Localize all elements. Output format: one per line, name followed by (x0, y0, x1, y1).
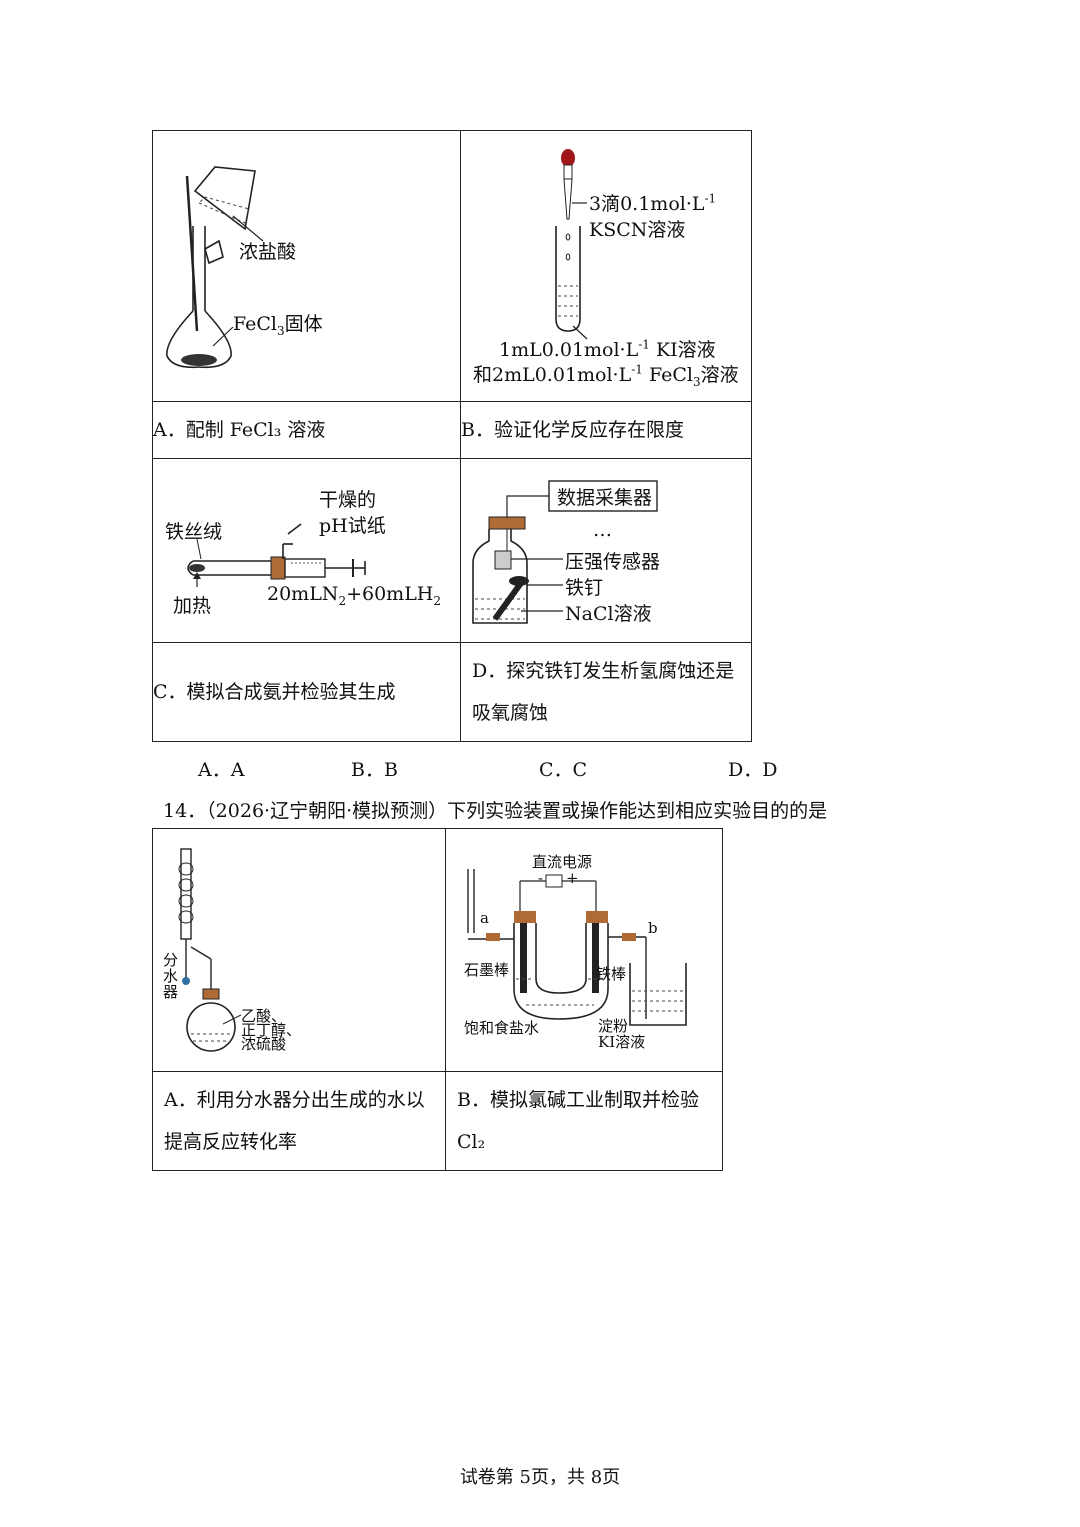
water-separator-diagram (178, 848, 242, 1052)
page-footer: 试卷第 5页，共 8页 (459, 1467, 621, 1488)
q13-d-figure: 数据采集器 … 压强传感器 铁钉 NaCl溶液 (460, 458, 752, 643)
corrosion-diagram (472, 480, 658, 624)
option-b[interactable]: B．B (351, 759, 398, 781)
q13-c-caption: C．模拟合成氨并检验其生成 (152, 642, 461, 742)
volumetric-flask-diagram (166, 166, 264, 369)
ammonia-synthesis-diagram (187, 523, 366, 587)
fecl3-solid-label: FeCl3固体 (233, 313, 323, 338)
q13-d-caption: D．探究铁钉发生析氢腐蚀还是 吸氧腐蚀 (460, 642, 752, 742)
reagent-label-1: 乙酸、 (241, 1007, 287, 1025)
power-label: 直流电源 (532, 853, 593, 871)
graphite-label: 石墨棒 (464, 961, 510, 979)
separator-label-2: 水 (163, 967, 179, 985)
ki-solution-label: 1mL0.01mol·L-1 KI溶液 (499, 337, 716, 361)
option-c[interactable]: C．C (539, 759, 588, 781)
q14-stem: 14．（2026·辽宁朝阳·模拟预测）下列实验装置或操作能达到相应实验目的的是 (163, 800, 828, 822)
iron-wool-label: 铁丝绒 (165, 521, 223, 543)
gas-label: 20mLN2+60mLH2 (267, 583, 442, 608)
reagent-label-3: 浓硫酸 (241, 1035, 287, 1053)
heat-label: 加热 (173, 595, 212, 617)
iron-nail-label: 铁钉 (565, 577, 604, 599)
q13-c-figure: 干燥的 pH试纸 铁丝绒 加热 20mLN2+60mLH2 (152, 458, 461, 643)
iron-rod-label: 铁棒 (596, 965, 627, 983)
q13-b-caption: B．验证化学反应存在限度 (460, 401, 752, 459)
q14-a-figure: 分 水 器 乙酸、 正丁醇、 浓硫酸 (152, 828, 446, 1072)
test-tube-diagram (555, 149, 588, 340)
plus-label: + (566, 869, 579, 887)
port-a-label: a (480, 909, 489, 927)
minus-label: - (538, 869, 544, 887)
q13-a-figure: 浓盐酸 FeCl3固体 (152, 130, 461, 402)
starch-label: 淀粉 (598, 1017, 629, 1035)
kscn-solution-label: KSCN溶液 (589, 219, 686, 241)
separator-label-3: 器 (163, 983, 179, 1001)
q14-table: 分 水 器 乙酸、 正丁醇、 浓硫酸 (152, 828, 723, 1171)
dry-label: 干燥的 (319, 489, 377, 511)
ki-label: KI溶液 (598, 1033, 646, 1051)
kscn-drop-label: 3滴0.1mol·L-1 (589, 191, 717, 215)
fecl3-solution-label: 和2mL0.01mol·L-1 FeCl3溶液 (473, 362, 739, 389)
pressure-sensor-label: 压强传感器 (565, 551, 661, 573)
q14-b-caption: B．模拟氯碱工业制取并检验 Cl₂ (445, 1071, 723, 1171)
q13-table: 浓盐酸 FeCl3固体 3滴0.1mol·L-1 KSCN溶液 1mL0.01m… (152, 130, 752, 742)
q13-b-figure: 3滴0.1mol·L-1 KSCN溶液 1mL0.01mol·L-1 KI溶液 … (460, 130, 752, 402)
acid-label: 浓盐酸 (239, 241, 297, 263)
q14-b-figure: 直流电源 - + a b 石墨棒 铁棒 饱和食盐水 淀粉 KI溶液 (445, 828, 723, 1072)
option-a[interactable]: A．A (198, 759, 245, 781)
q13-a-caption: A．配制 FeCl₃ 溶液 (152, 401, 461, 459)
data-collector-label: 数据采集器 (557, 487, 653, 509)
q14-a-caption: A．利用分水器分出生成的水以 提高反应转化率 (152, 1071, 446, 1171)
ellipsis-label: … (593, 519, 612, 541)
separator-label-1: 分 (163, 951, 179, 969)
option-d[interactable]: D．D (728, 759, 778, 781)
reagent-label-2: 正丁醇、 (241, 1021, 302, 1039)
nacl-label: NaCl溶液 (565, 603, 652, 625)
chlor-alkali-diagram (467, 869, 687, 1026)
ph-paper-label: pH试纸 (319, 515, 386, 537)
brine-label: 饱和食盐水 (464, 1019, 540, 1037)
port-b-label: b (648, 919, 658, 937)
